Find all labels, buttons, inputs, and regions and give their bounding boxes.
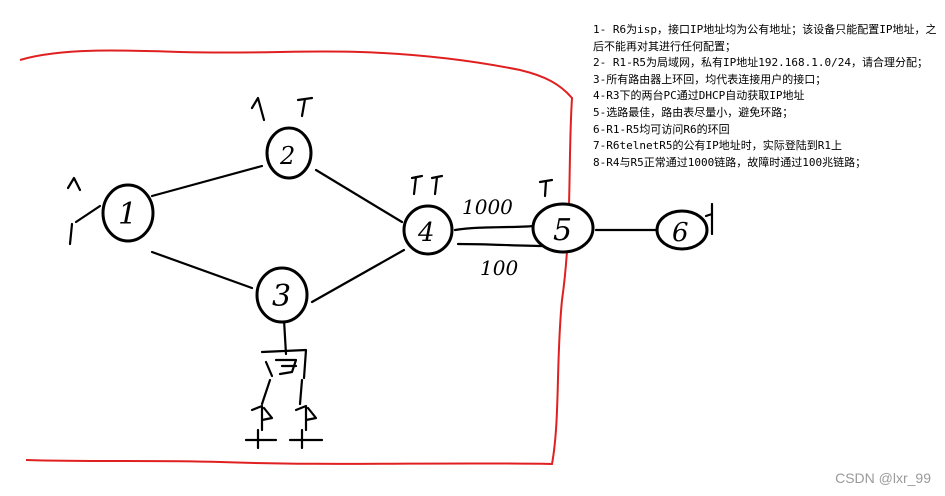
note-4: 4-R3下的两台PC通过DHCP自动获取IP地址 (593, 89, 805, 103)
pc-icon-2 (288, 404, 324, 450)
note-2: 2- R1-R5为局域网，私有IP地址192.168.1.0/24，请合理分配； (593, 56, 928, 70)
router-r1: 1 (101, 183, 155, 243)
note-3: 3-所有路由器上环回，均代表连接用户的接口； (593, 72, 827, 86)
note-6: 6-R1-R5均可访问R6的环回 (593, 122, 730, 136)
watermark: CSDN @lxr_99 (835, 470, 931, 486)
switch-to-pc2 (298, 378, 304, 406)
link-r1-r2 (150, 164, 264, 198)
router-r3-label: 3 (272, 279, 291, 314)
router-r4: 4 (402, 204, 454, 256)
r2-loopback-mark-left (250, 96, 266, 122)
r3-switch-uplink (282, 318, 288, 356)
router-r2-label: 2 (279, 142, 295, 170)
link-r1-r3 (150, 250, 254, 290)
lan-boundary (19, 49, 574, 466)
link-group (150, 164, 662, 304)
link-r4-r5-1000 (453, 224, 536, 232)
router-r2: 2 (265, 126, 313, 180)
note-1: 1- R6为isp，接口IP地址均为公有地址；该设备只能配置IP地址，之后不能再… (593, 23, 937, 53)
router-r5-label: 5 (553, 213, 572, 248)
note-8: 8-R4与R5正常通过1000链路，故障时通过100兆链路； (593, 155, 867, 169)
pc-icon-1 (244, 404, 278, 450)
r2-loopback-mark-right (296, 96, 314, 118)
r6-loopback-mark (704, 202, 714, 236)
switch-to-pc1 (260, 378, 272, 406)
router-r4-label: 4 (417, 218, 435, 248)
link-r4-r5-100 (456, 242, 548, 248)
r1-loopback-mark-left (68, 204, 102, 246)
router-r1-label: 1 (118, 197, 137, 232)
link-label-100: 100 (480, 256, 518, 280)
r1-loopback-mark-top (66, 176, 82, 192)
router-r6-label: 6 (672, 218, 689, 248)
requirements-notes: 1- R6为isp，接口IP地址均为公有地址；该设备只能配置IP地址，之后不能再… (593, 22, 938, 171)
link-label-1000: 1000 (462, 195, 513, 219)
router-r5: 5 (531, 202, 595, 254)
note-7: 7-R6telnetR5的公有IP地址时，实际登陆到R1上 (593, 139, 842, 153)
link-r3-r4 (310, 248, 406, 304)
loopback-marks (66, 96, 714, 450)
router-r3: 3 (255, 266, 309, 324)
link-r2-r4 (314, 168, 404, 224)
router-r6: 6 (655, 209, 709, 251)
r4-loopback-mark (410, 174, 444, 196)
switch-icon (260, 348, 308, 380)
node-group: 1 2 3 4 5 6 (101, 126, 709, 324)
r5-loopback-mark (538, 178, 554, 198)
note-5: 5-选路最佳，路由表尽量小，避免环路； (593, 105, 794, 119)
